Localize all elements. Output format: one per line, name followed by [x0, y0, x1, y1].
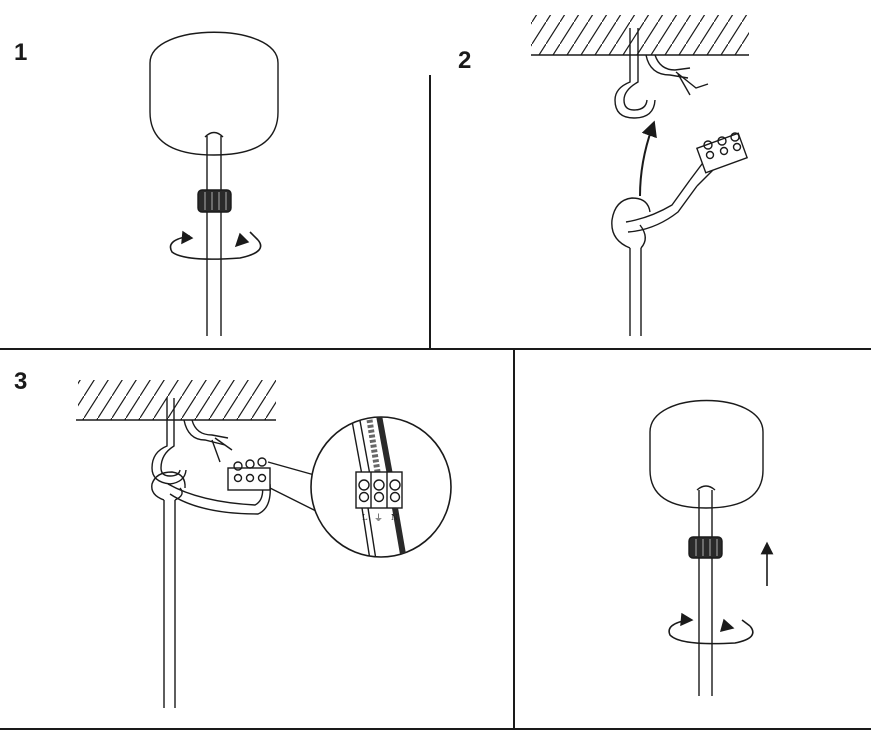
cord-grip-nut	[688, 536, 723, 559]
terminal-label-earth: ⏚	[374, 513, 383, 524]
terminal-block	[227, 457, 271, 491]
cord-hole	[204, 131, 224, 138]
terminal-label-live: L	[362, 513, 368, 522]
panel-1	[149, 31, 279, 336]
ceiling-hatch	[531, 15, 749, 55]
ceiling-canopy	[149, 31, 279, 156]
cord-grip-nut	[197, 189, 232, 213]
callout-line-lower	[269, 487, 319, 513]
rotation-arrow-icon	[668, 612, 754, 645]
mains-wires	[645, 54, 709, 96]
step-number-3: 3	[14, 368, 28, 395]
ceiling-hook	[614, 28, 656, 119]
panel-dividers	[0, 75, 871, 730]
pendant-cord-loop	[611, 159, 716, 336]
cord-hole	[696, 485, 716, 491]
ceiling-canopy	[649, 399, 764, 509]
zoom-detail	[310, 416, 452, 558]
step-number-2: 2	[458, 47, 472, 74]
panel-2	[531, 15, 749, 336]
panel-4	[649, 399, 774, 696]
lift-arrow-icon	[639, 120, 657, 197]
terminal-block	[695, 132, 749, 174]
rotation-arrow-icon	[169, 230, 262, 260]
ceiling-hatch	[78, 380, 276, 420]
panel-3	[76, 380, 452, 708]
step-number-1: 1	[14, 39, 28, 66]
mains-wires	[183, 419, 233, 463]
terminal-label-neutral: N	[391, 513, 398, 522]
pendant-cord-loop	[151, 471, 271, 708]
callout-line-upper	[267, 461, 319, 477]
